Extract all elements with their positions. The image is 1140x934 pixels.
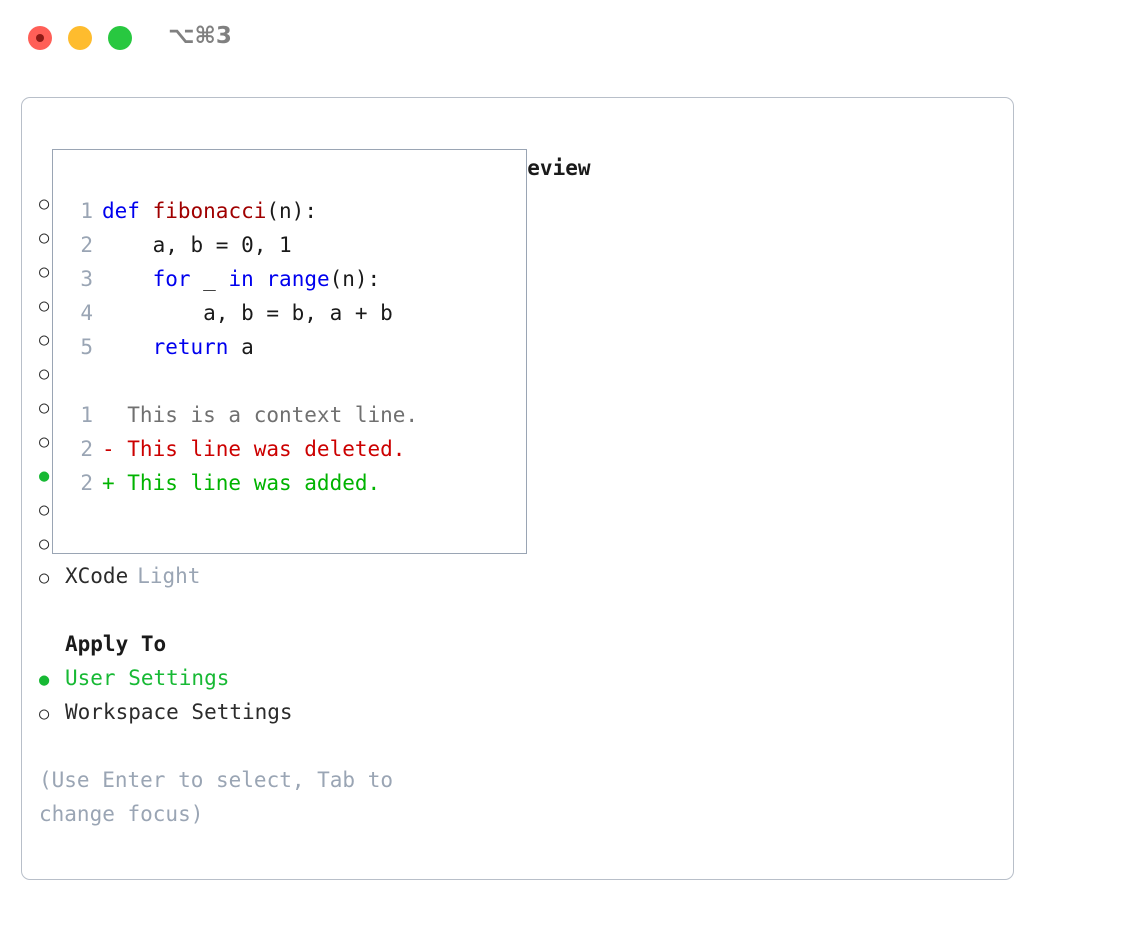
code-token: _ [190, 267, 229, 291]
code-token: return [152, 335, 229, 359]
code-token: range [266, 267, 330, 291]
code-token: (n): [329, 267, 381, 291]
code-line: 4 a, b = b, a + b [67, 296, 520, 330]
radio-unselected-icon: ○ [39, 704, 50, 724]
radio-unselected-icon: ○ [39, 534, 50, 554]
apply-to-header: Apply To [65, 632, 167, 656]
radio-unselected-icon: ○ [39, 432, 50, 452]
radio-selected-icon: ● [39, 466, 50, 486]
line-number: 2 [80, 233, 93, 257]
title-bar: ⌥⌘3 [0, 0, 1140, 78]
code-token [140, 199, 153, 223]
code-token: a [228, 335, 254, 359]
code-diff-separator [67, 364, 520, 398]
code-token: fibonacci [152, 199, 267, 223]
apply-to-option-user-settings[interactable]: ● User Settings [39, 661, 469, 695]
radio-selected-icon: ● [39, 670, 50, 690]
minimize-button[interactable] [68, 26, 92, 50]
line-number: 1 [80, 403, 93, 427]
code-token: in [228, 267, 254, 291]
main-panel: >Select Theme ○ANSIDark○Atom OneDark○Ayu… [21, 97, 1014, 880]
code-token [102, 335, 153, 359]
apply-to-option-label: User Settings [65, 666, 230, 690]
apply-to-option-label: Workspace Settings [65, 700, 293, 724]
preview-title: Preview [502, 156, 591, 180]
diff-line-text: + This line was added. [102, 471, 381, 495]
line-number: 3 [80, 267, 93, 291]
diff-line-add: 2 + This line was added. [67, 466, 520, 500]
code-line: 2 a, b = 0, 1 [67, 228, 520, 262]
apply-to-list: ● User Settings ○ Workspace Settings [39, 661, 469, 729]
code-token: (n): [266, 199, 317, 223]
code-token [254, 267, 267, 291]
preview-column: Preview [502, 151, 1002, 185]
radio-unselected-icon: ○ [39, 296, 50, 316]
diff-block: 1 This is a context line. 2 - This line wa… [67, 398, 520, 500]
radio-unselected-icon: ○ [39, 568, 50, 588]
radio-unselected-icon: ○ [39, 500, 50, 520]
line-number: 5 [80, 335, 93, 359]
list-spacer [39, 593, 469, 627]
keyboard-hint-text: (Use Enter to select, Tab to change focu… [39, 768, 394, 826]
line-number: 1 [80, 199, 93, 223]
diff-line-text: This is a context line. [102, 403, 419, 427]
line-number: 2 [80, 437, 93, 461]
code-token: for [152, 267, 191, 291]
code-token [102, 267, 153, 291]
apply-to-option-workspace-settings[interactable]: ○ Workspace Settings [39, 695, 469, 729]
radio-unselected-icon: ○ [39, 262, 50, 282]
line-number: 2 [80, 471, 93, 495]
diff-line-text: - This line was deleted. [102, 437, 406, 461]
theme-option-label: XCode [65, 564, 129, 588]
radio-unselected-icon: ○ [39, 194, 50, 214]
radio-unselected-icon: ○ [39, 364, 50, 384]
code-line: 5 return a [67, 330, 520, 364]
code-token: a, b = b, a + b [102, 301, 393, 325]
theme-option-xcode[interactable]: ○ XCode Light [39, 559, 469, 593]
close-icon [36, 34, 44, 42]
maximize-button[interactable] [108, 26, 132, 50]
keyboard-shortcut-label: ⌥⌘3 [168, 23, 232, 49]
code-line: 1 def fibonacci(n): [67, 194, 520, 228]
code-token: def [102, 199, 140, 223]
code-token: a, b = 0, 1 [102, 233, 292, 257]
radio-unselected-icon: ○ [39, 228, 50, 248]
radio-unselected-icon: ○ [39, 330, 50, 350]
line-number: 4 [80, 301, 93, 325]
theme-option-tag: Light [137, 564, 201, 588]
diff-line-del: 2 - This line was deleted. [67, 432, 520, 466]
close-button[interactable] [28, 26, 52, 50]
diff-line-ctx: 1 This is a context line. [67, 398, 520, 432]
code-line: 3 for _ in range(n): [67, 262, 520, 296]
radio-unselected-icon: ○ [39, 398, 50, 418]
